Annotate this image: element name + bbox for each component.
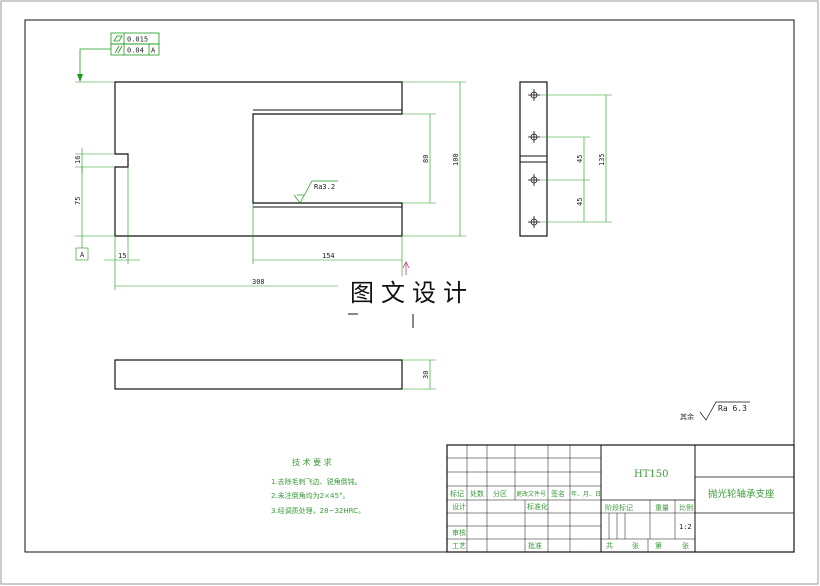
row-approve: 批准 (528, 541, 542, 550)
dim-hole-pitch-b: 45 (576, 198, 584, 206)
flatness-icon (113, 35, 123, 42)
front-view (114, 81, 403, 237)
col-label: 处数 (470, 489, 484, 498)
scale-value: 1:2 (679, 523, 692, 531)
dim-slot-width: 16 (74, 156, 82, 164)
col-label: 分区 (493, 489, 507, 498)
tolerance-leader (79, 48, 111, 80)
weight: 重量 (655, 504, 669, 512)
side-view-holes (528, 89, 540, 228)
dim-inner-height: 80 (422, 155, 430, 163)
top-view-dimensions (402, 359, 436, 390)
title-block (446, 444, 795, 553)
part-name: 抛光轮轴承支座 (708, 488, 775, 500)
sheet-no: 第 (655, 541, 662, 550)
tech-req-item: 1.去除毛刺飞边、锐角倒钝。 (271, 477, 362, 486)
sheets-label: 张 (632, 541, 639, 550)
parallelism-value: 0.04 (127, 47, 144, 55)
stage-mark: 阶段标记 (605, 503, 633, 512)
dim-left-step: 15 (118, 252, 126, 260)
sheets-total: 共 (606, 541, 613, 550)
dim-hole-pitch-a: 45 (576, 155, 584, 163)
tech-req-item: 2.未注倒角均为2×45°。 (271, 491, 349, 500)
row-standard: 标准化 (527, 502, 548, 511)
parallelism-datum: A (151, 47, 156, 55)
dim-cutout-length: 154 (322, 252, 335, 260)
dim-thickness: 30 (422, 371, 430, 379)
dim-slot-offset: 75 (74, 197, 82, 205)
sheet-label: 张 (682, 541, 689, 550)
dim-overall-length: 308 (252, 278, 265, 286)
watermark: 图文设计 (338, 276, 486, 312)
side-view-outline (519, 81, 548, 237)
roughness-symbol-icon (293, 180, 338, 204)
flatness-value: 0.015 (127, 36, 148, 44)
col-label: 年、月、日 (571, 490, 601, 498)
leader-arrow-icon (77, 74, 83, 82)
col-label: 签名 (551, 489, 565, 498)
front-view-dimensions (75, 81, 466, 290)
side-view (519, 81, 548, 237)
tolerance-frames: 0.015 0.04 A (75, 32, 160, 83)
roughness-local-value: Ra3.2 (314, 183, 335, 191)
side-view-dimensions (540, 94, 612, 223)
drawing-frame (24, 19, 795, 553)
roughness-rest-icon (699, 401, 750, 421)
col-label: 更改文件号 (516, 490, 546, 498)
front-view-outline (114, 81, 403, 237)
datum-label: A (80, 251, 85, 259)
scale: 比例 (679, 503, 693, 512)
top-view-outline (114, 359, 403, 390)
parallelism-icon (114, 45, 123, 54)
material: HT150 (634, 469, 668, 480)
row-design: 设计 (452, 502, 466, 511)
tech-req-title: 技 术 要 求 (292, 457, 332, 467)
roughness-rest-value: Ra 6.3 (718, 404, 747, 413)
roughness-rest-label: 其余 (680, 412, 694, 421)
tech-req-item: 3.经调质处理，28~32HRC。 (271, 506, 365, 515)
dim-hole-span: 135 (598, 153, 606, 166)
parallelism-frame (110, 43, 160, 56)
col-label: 标记 (450, 489, 464, 498)
row-process: 工艺 (452, 542, 466, 550)
dim-overall-height: 100 (452, 153, 460, 166)
row-review: 审核 (452, 528, 466, 537)
